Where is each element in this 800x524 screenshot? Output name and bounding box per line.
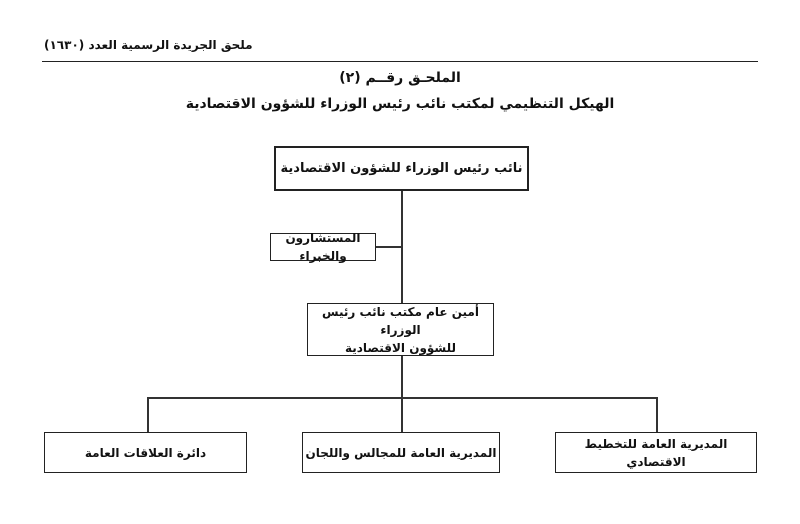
dept-public-relations-label: دائرة العلاقات العامة <box>84 445 207 460</box>
secretary-general-label-line1: أمين عام مكتب نائب رئيس الوزراء <box>322 304 479 337</box>
dept-councils-committees-label: المديرية العامة للمجالس واللجان <box>305 445 497 460</box>
gazette-header: ملحق الجريدة الرسمية العدد (١٦٣٠) <box>44 38 253 52</box>
connector-secretary-down <box>401 355 403 398</box>
connector-dept-right <box>656 397 658 433</box>
advisors-label: المستشارون والخبراء <box>285 231 361 263</box>
secretary-general-label-line2: للشؤون الاقتصادية <box>344 340 457 355</box>
header-divider <box>42 61 758 62</box>
deputy-pm-box: نائب رئيس الوزراء للشؤون الاقتصادية <box>274 146 529 191</box>
chart-title: الهيكل التنظيمي لمكتب نائب رئيس الوزراء … <box>185 96 615 112</box>
annex-title: الملحـق رقــم (٢) <box>339 70 461 86</box>
deputy-pm-label: نائب رئيس الوزراء للشؤون الاقتصادية <box>280 160 523 176</box>
dept-economic-planning-label: المديرية العامة للتخطيط الاقتصادي <box>584 436 728 469</box>
secretary-general-box: أمين عام مكتب نائب رئيس الوزراء للشؤون ا… <box>307 303 494 356</box>
connector-advisors <box>375 246 402 248</box>
dept-economic-planning-box: المديرية العامة للتخطيط الاقتصادي <box>555 432 757 473</box>
connector-dept-left <box>147 397 149 433</box>
connector-top-to-secretary <box>401 191 403 304</box>
dept-public-relations-box: دائرة العلاقات العامة <box>44 432 247 473</box>
connector-dept-middle <box>401 397 403 433</box>
advisors-box: المستشارون والخبراء <box>270 231 376 263</box>
dept-councils-committees-box: المديرية العامة للمجالس واللجان <box>302 432 500 473</box>
